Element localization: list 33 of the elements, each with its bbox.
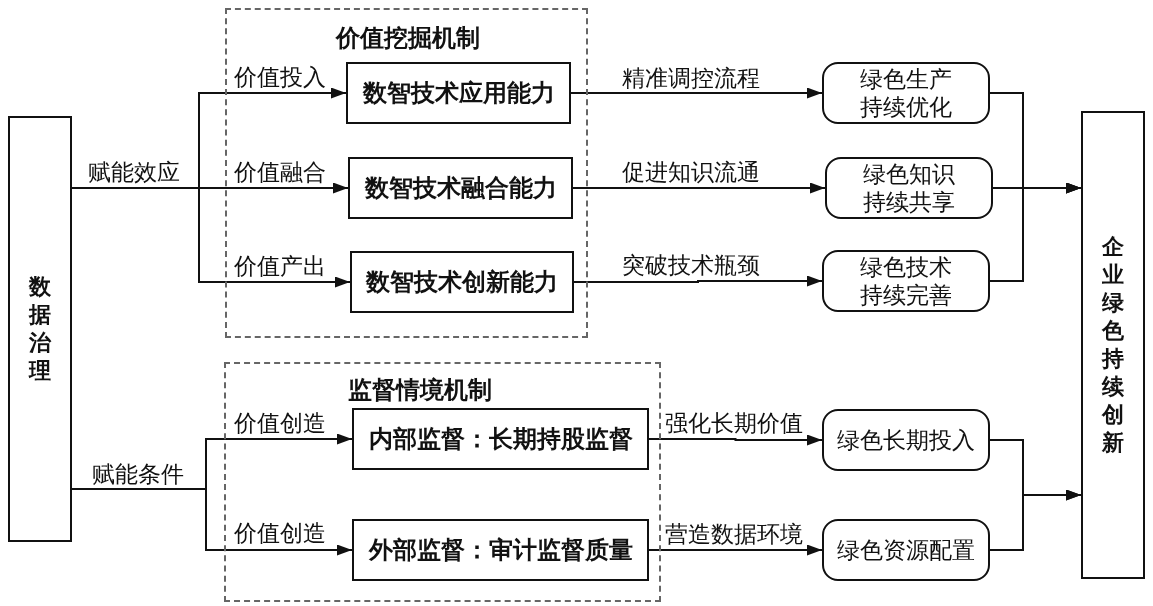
- rounded-box: 绿色生产持续优化: [822, 62, 990, 124]
- arrow: [71, 187, 351, 288]
- arrow: [572, 182, 826, 194]
- arrow: [573, 275, 823, 287]
- process-box: 数智技术融合能力: [348, 157, 573, 219]
- edge-label: 价值融合: [234, 159, 326, 185]
- process-box: 数智技术创新能力: [350, 251, 574, 313]
- group-heading: 价值挖掘机制: [336, 25, 480, 51]
- process-box: 企业绿色持续创新: [1081, 111, 1145, 579]
- text-label: 赋能条件: [92, 461, 184, 487]
- group-heading: 监督情境机制: [348, 377, 492, 403]
- process-box: 内部监督：长期持股监督: [352, 408, 649, 470]
- process-box: 数智技术应用能力: [346, 62, 571, 124]
- arrow: [648, 544, 823, 556]
- edge-label: 营造数据环境: [665, 521, 803, 547]
- edge-label: 价值投入: [234, 64, 326, 90]
- edge-label: 突破技术瓶颈: [622, 252, 760, 278]
- text-label: 赋能效应: [88, 159, 180, 185]
- arrow: [570, 87, 823, 99]
- arrow: [648, 434, 823, 446]
- edge-label: 强化长期价值: [665, 410, 803, 436]
- edge-label: 价值产出: [234, 253, 326, 279]
- edge-label: 促进知识流通: [622, 159, 760, 185]
- edge-label: 精准调控流程: [622, 65, 760, 91]
- dashed-frame: [224, 362, 661, 602]
- rounded-box: 绿色资源配置: [822, 519, 990, 581]
- edge-label: 价值创造: [234, 410, 326, 436]
- process-box: 数据治理: [8, 116, 72, 542]
- rounded-box: 绿色长期投入: [822, 409, 990, 471]
- edge-label: 价值创造: [234, 520, 326, 546]
- rounded-box: 绿色技术持续完善: [822, 250, 990, 312]
- process-box: 外部监督：审计监督质量: [352, 519, 649, 581]
- rounded-box: 绿色知识持续共享: [825, 157, 993, 219]
